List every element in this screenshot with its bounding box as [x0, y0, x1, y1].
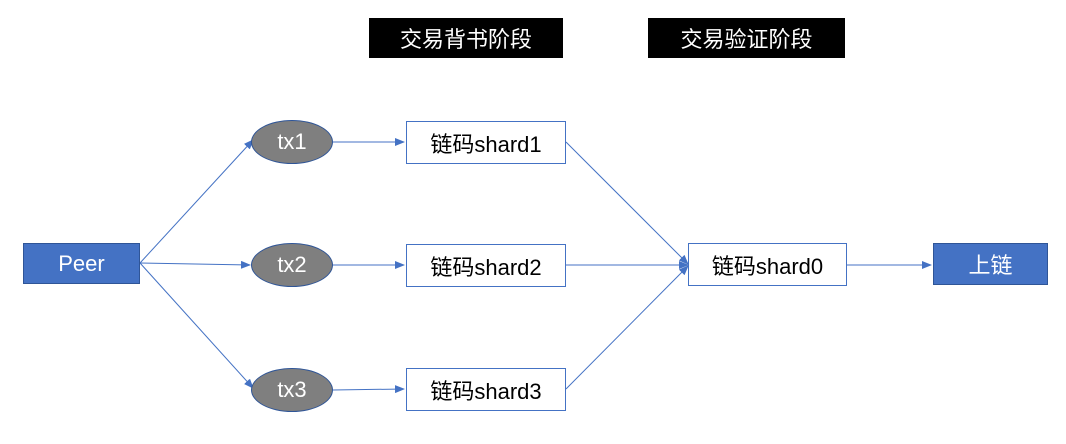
shard2-node: 链码shard2 — [406, 244, 566, 287]
shard1-node: 链码shard1 — [406, 121, 566, 164]
edge-shard1-shard0 — [565, 141, 689, 265]
edge-shard3-shard0 — [565, 265, 689, 390]
tx2-node: tx2 — [251, 243, 333, 287]
tx1-node: tx1 — [251, 120, 333, 164]
phase-verify-label: 交易验证阶段 — [648, 18, 845, 58]
edge-tx3-shard3 — [332, 385, 405, 394]
phase-endorse-label: 交易背书阶段 — [369, 18, 563, 58]
edge-peer-tx1 — [139, 139, 254, 264]
shard0-node: 链码shard0 — [688, 243, 847, 286]
tx3-node: tx3 — [251, 368, 333, 412]
edge-peer-tx3 — [139, 262, 254, 389]
shard3-node: 链码shard3 — [406, 368, 566, 411]
edge-peer-tx2 — [139, 260, 251, 269]
peer-node: Peer — [23, 243, 140, 284]
onchain-node: 上链 — [933, 243, 1048, 285]
